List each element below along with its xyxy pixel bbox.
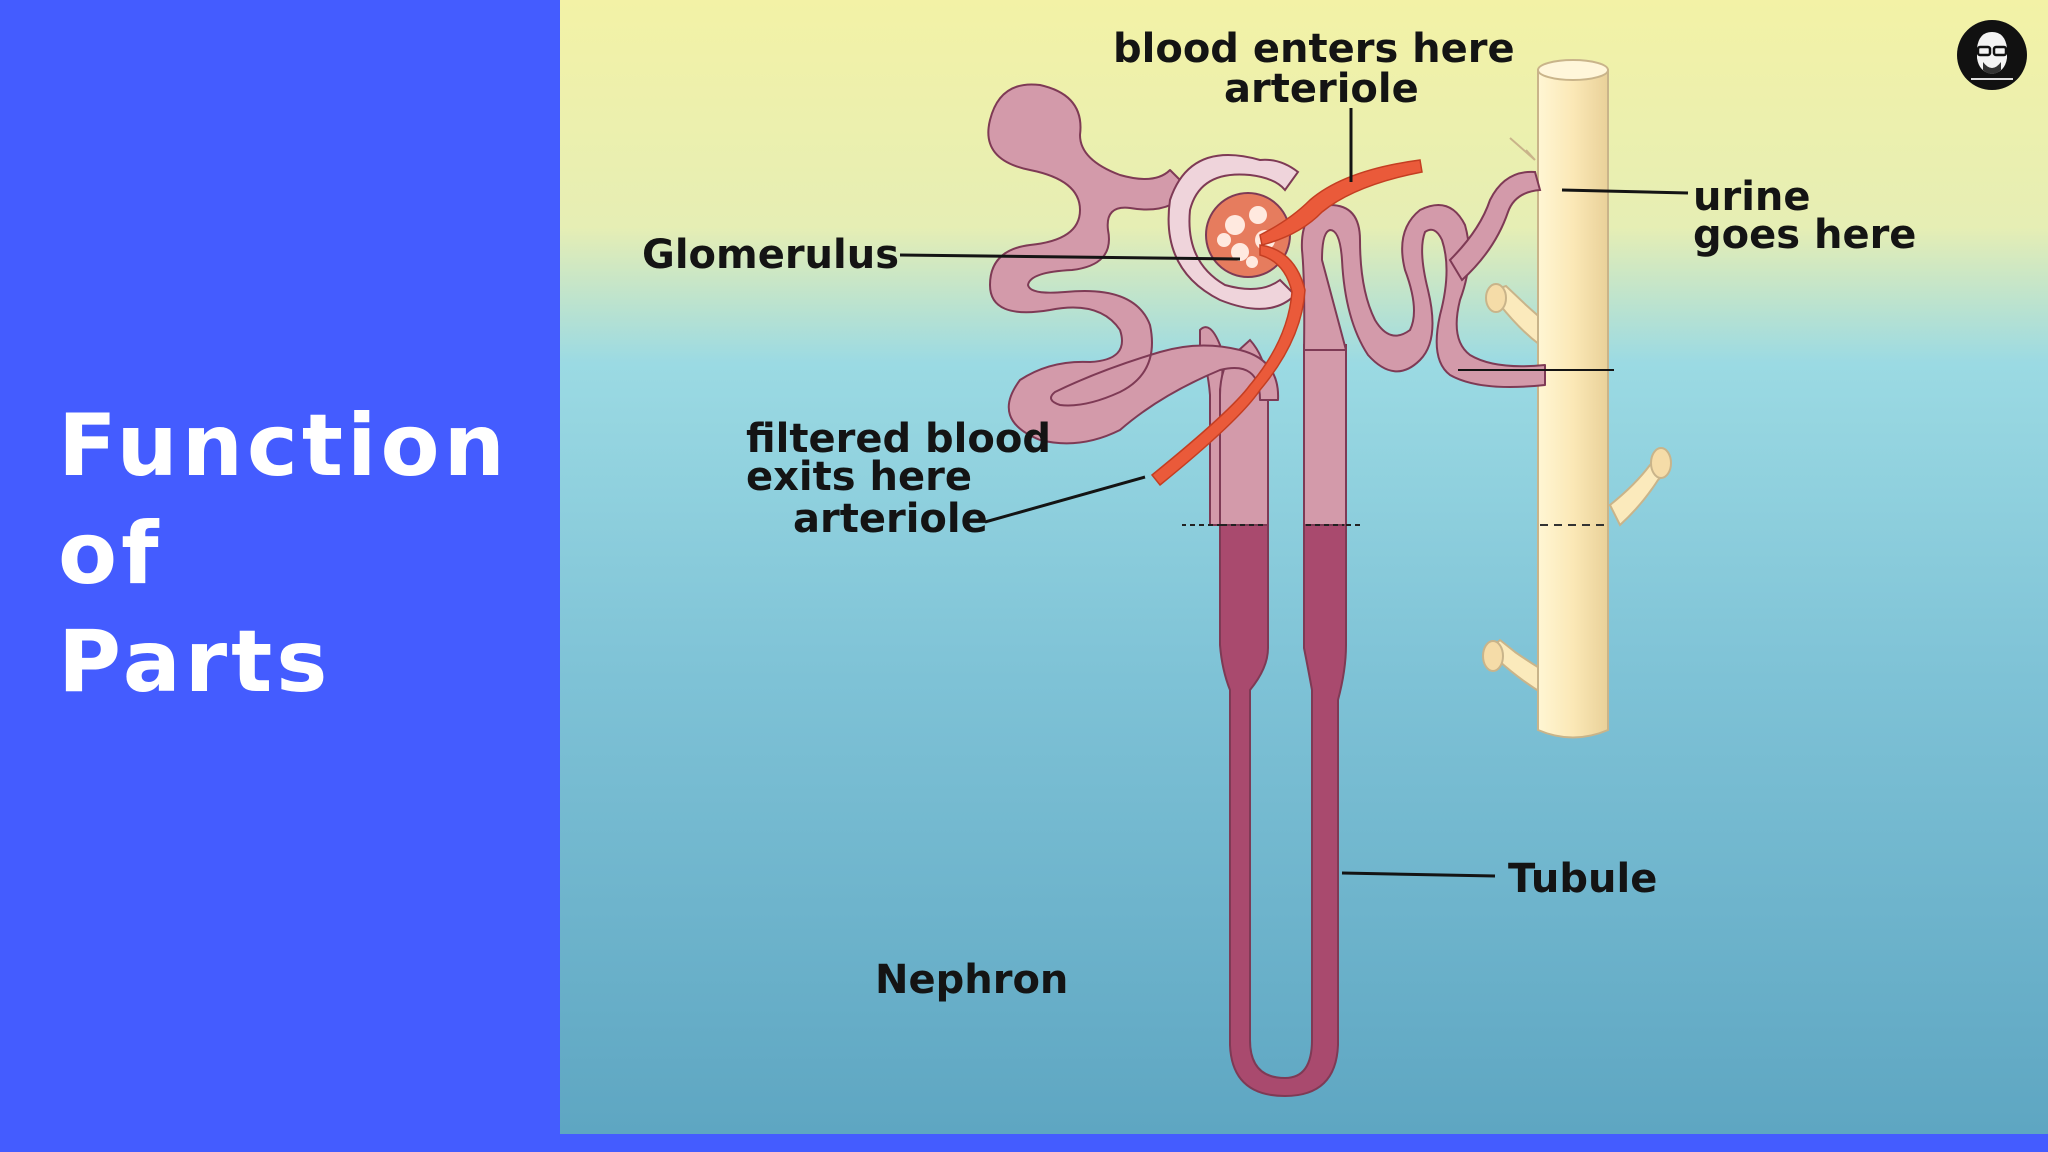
nephron-diagram-svg: blood enters here arteriole urine goes h… xyxy=(560,0,2048,1134)
avatar-logo-svg xyxy=(1958,21,2026,89)
label-urine-line-1: urine xyxy=(1693,174,1811,220)
leader-filtered xyxy=(984,475,1146,524)
label-filtered-line-3: arteriole xyxy=(793,496,988,542)
title-panel: Function of Parts xyxy=(0,0,560,1152)
slide-title-line-2: of xyxy=(58,504,163,604)
nephron-diagram: blood enters here arteriole urine goes h… xyxy=(560,0,2048,1134)
leader-glomerulus xyxy=(899,253,1241,261)
connecting-tubule xyxy=(1448,170,1542,282)
slide-title-line-1: Function xyxy=(58,396,509,496)
distal-convoluted-tubule xyxy=(1300,204,1546,389)
label-tubule: Tubule xyxy=(1508,856,1657,902)
leader-tubule xyxy=(1341,871,1496,878)
label-glomerulus: Glomerulus xyxy=(642,232,899,278)
label-blood-enters-line-1: blood enters here xyxy=(1113,26,1515,72)
label-filtered-line-1: filtered blood xyxy=(746,416,1051,462)
afferent-arteriole xyxy=(1259,159,1423,246)
label-blood-enters-line-2: arteriole xyxy=(1224,66,1419,112)
collecting-duct-opening xyxy=(1537,59,1609,81)
leader-urine xyxy=(1561,188,1689,195)
collecting-duct-tube xyxy=(1537,69,1609,739)
label-nephron: Nephron xyxy=(875,957,1068,1003)
collecting-duct xyxy=(1482,59,1672,739)
ascending-limb-upper xyxy=(1303,344,1347,526)
label-filtered-line-2: exits here xyxy=(746,454,972,500)
efferent-arteriole xyxy=(1150,244,1306,487)
avatar-logo-icon xyxy=(1957,20,2027,90)
descending-limb-dark xyxy=(1219,524,1347,1098)
label-urine-line-2: goes here xyxy=(1693,212,1916,258)
slide-title-line-3: Parts xyxy=(58,612,332,712)
slide-title: Function of Parts xyxy=(58,392,509,716)
proximal-convoluted-tubule xyxy=(987,83,1280,445)
